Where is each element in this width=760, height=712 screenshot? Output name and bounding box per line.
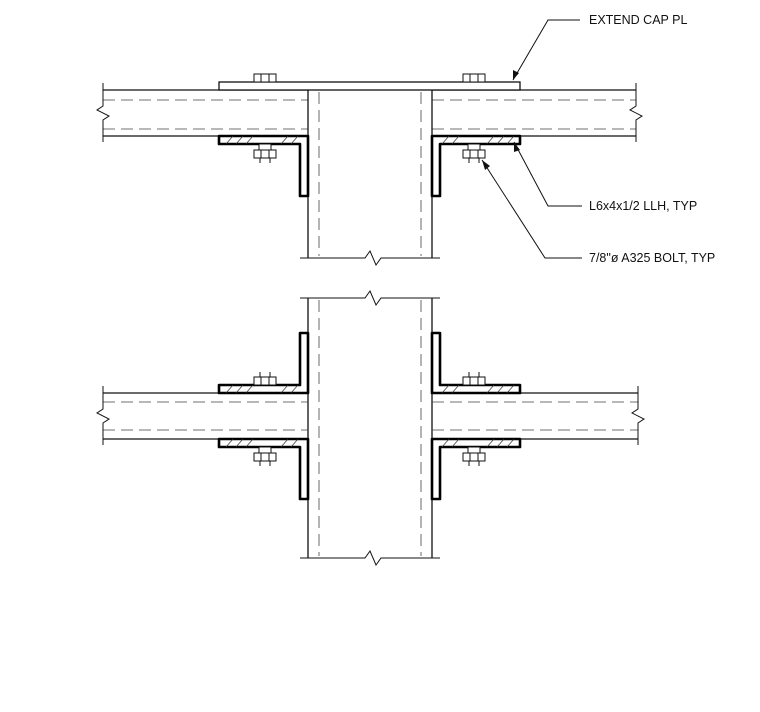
bolt-top-right xyxy=(462,73,486,163)
angle-upper-left xyxy=(217,331,310,395)
bottom-detail xyxy=(96,289,645,567)
break-line xyxy=(631,386,645,445)
angle-label: L6x4x1/2 LLH, TYP xyxy=(589,199,697,213)
break-line xyxy=(300,289,440,307)
break-line xyxy=(96,386,110,445)
angle-upper-right xyxy=(430,331,522,395)
right-beam-bottom xyxy=(432,386,645,445)
break-line xyxy=(300,249,440,267)
bolt-upper-right xyxy=(462,372,486,386)
bolt-upper-left xyxy=(253,372,277,386)
break-line xyxy=(96,83,110,142)
angle-lower-left xyxy=(217,437,310,501)
top-detail xyxy=(96,73,643,267)
leader-arrowhead xyxy=(513,70,519,80)
bolt-label: 7/8"ø A325 BOLT, TYP xyxy=(589,251,715,265)
callout-bolt: 7/8"ø A325 BOLT, TYP xyxy=(481,159,715,265)
angle-lower-right xyxy=(430,437,522,501)
bolt-top-left xyxy=(253,73,277,163)
angle-top-right xyxy=(430,134,522,198)
left-beam-bottom xyxy=(96,386,308,445)
break-line xyxy=(629,83,643,142)
callout-cap-plate: EXTEND CAP PL xyxy=(512,13,687,81)
bolt-lower-left xyxy=(253,446,277,466)
column-bottom xyxy=(300,289,440,567)
cap-plate-label: EXTEND CAP PL xyxy=(589,13,687,27)
break-line xyxy=(300,549,440,567)
leader-arrowhead xyxy=(514,142,520,152)
bolt-lower-right xyxy=(462,446,486,466)
callout-angle: L6x4x1/2 LLH, TYP xyxy=(513,141,697,213)
cap-plate xyxy=(218,81,521,91)
column-top xyxy=(300,90,440,267)
angle-top-left xyxy=(217,134,310,198)
right-beam-top xyxy=(432,83,643,142)
leader-arrowhead xyxy=(482,160,490,170)
left-beam-top xyxy=(96,83,308,142)
